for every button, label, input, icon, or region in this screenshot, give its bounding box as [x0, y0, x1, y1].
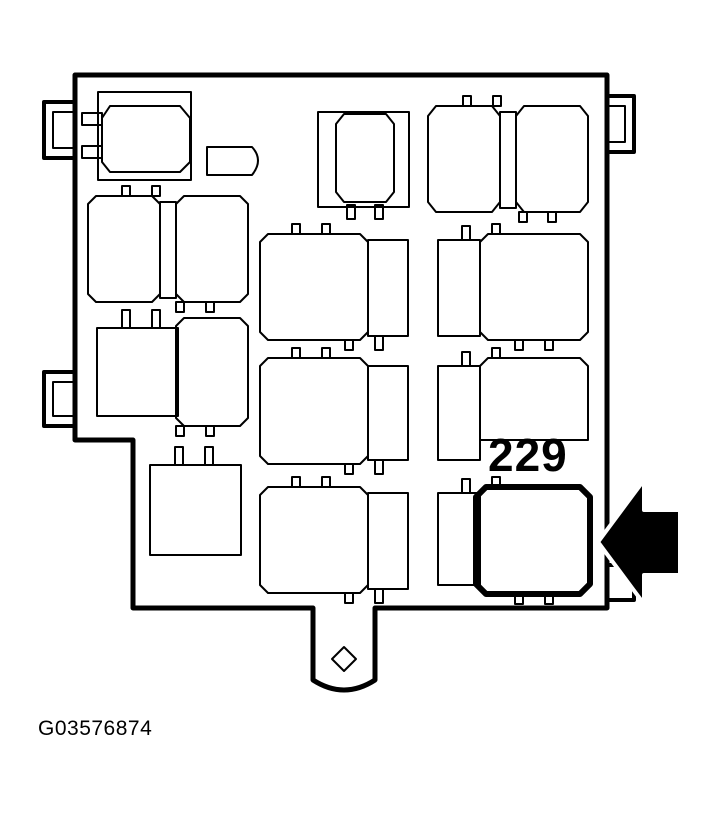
diamond-icon: [331, 646, 357, 672]
relay-right-row2: [437, 347, 589, 461]
highlighted-component-terminal: [544, 593, 554, 605]
mount-clip-top-left: [42, 100, 76, 160]
connector-top-left: [81, 91, 192, 181]
relay-center-row2: [259, 347, 409, 475]
arrow-left-icon: [596, 478, 682, 606]
figure-id-caption: G03576874: [38, 717, 153, 740]
mount-clip-top-right: [606, 94, 636, 154]
relay-right-row3: [437, 476, 501, 586]
relay-left-upper: [87, 185, 249, 313]
relay-top-right: [427, 95, 589, 223]
relay-bottom-left: [149, 446, 242, 556]
relay-top-center: [317, 111, 410, 220]
relay-right-row1: [437, 223, 589, 351]
housing-outline: [72, 72, 610, 693]
relay-center-row3: [259, 476, 409, 604]
relay-center-row1: [259, 223, 409, 351]
mount-clip-mid-left: [42, 370, 76, 428]
highlighted-component-terminal: [514, 593, 524, 605]
small-fuse: [206, 146, 259, 176]
highlighted-component-229: [473, 484, 593, 597]
relay-left-lower: [96, 309, 249, 437]
component-number-label: 229: [488, 429, 568, 481]
